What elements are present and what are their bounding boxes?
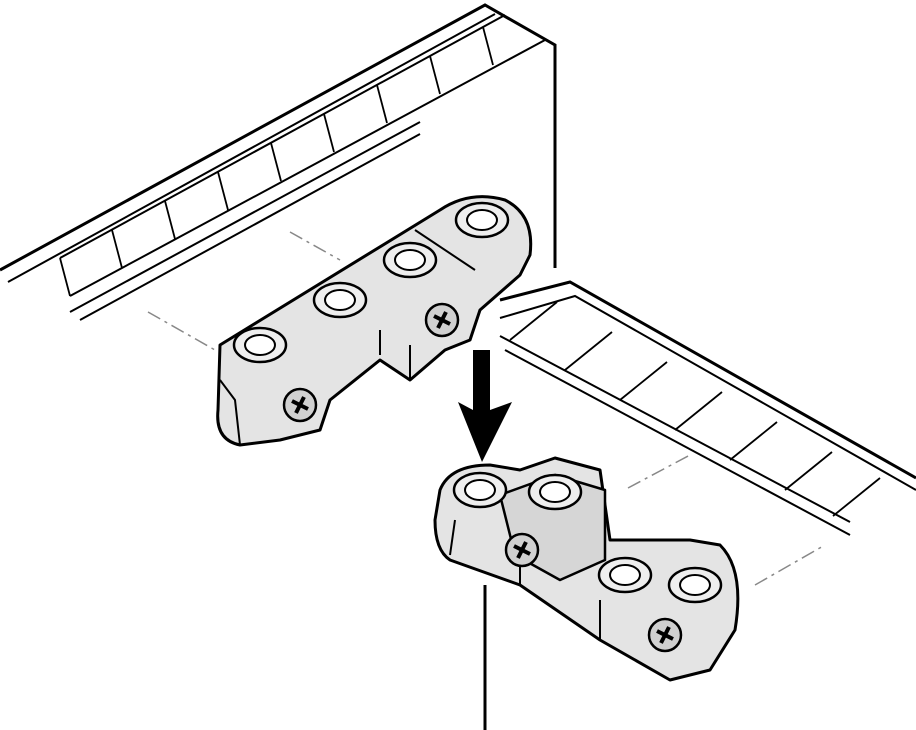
panel-grid-strip bbox=[59, 26, 494, 297]
phillips-screw-icon bbox=[504, 532, 540, 568]
lower-connector bbox=[433, 456, 740, 682]
phillips-screw-icon bbox=[282, 387, 318, 423]
lower-panel bbox=[483, 280, 916, 730]
upper-panel bbox=[0, 3, 557, 321]
panel-grid-strip bbox=[509, 301, 881, 517]
arrow-down-icon bbox=[458, 350, 512, 462]
phillips-screw-icon bbox=[424, 302, 460, 338]
guide-lines bbox=[147, 231, 826, 586]
upper-connector bbox=[216, 195, 533, 447]
phillips-screw-icon bbox=[647, 617, 683, 653]
